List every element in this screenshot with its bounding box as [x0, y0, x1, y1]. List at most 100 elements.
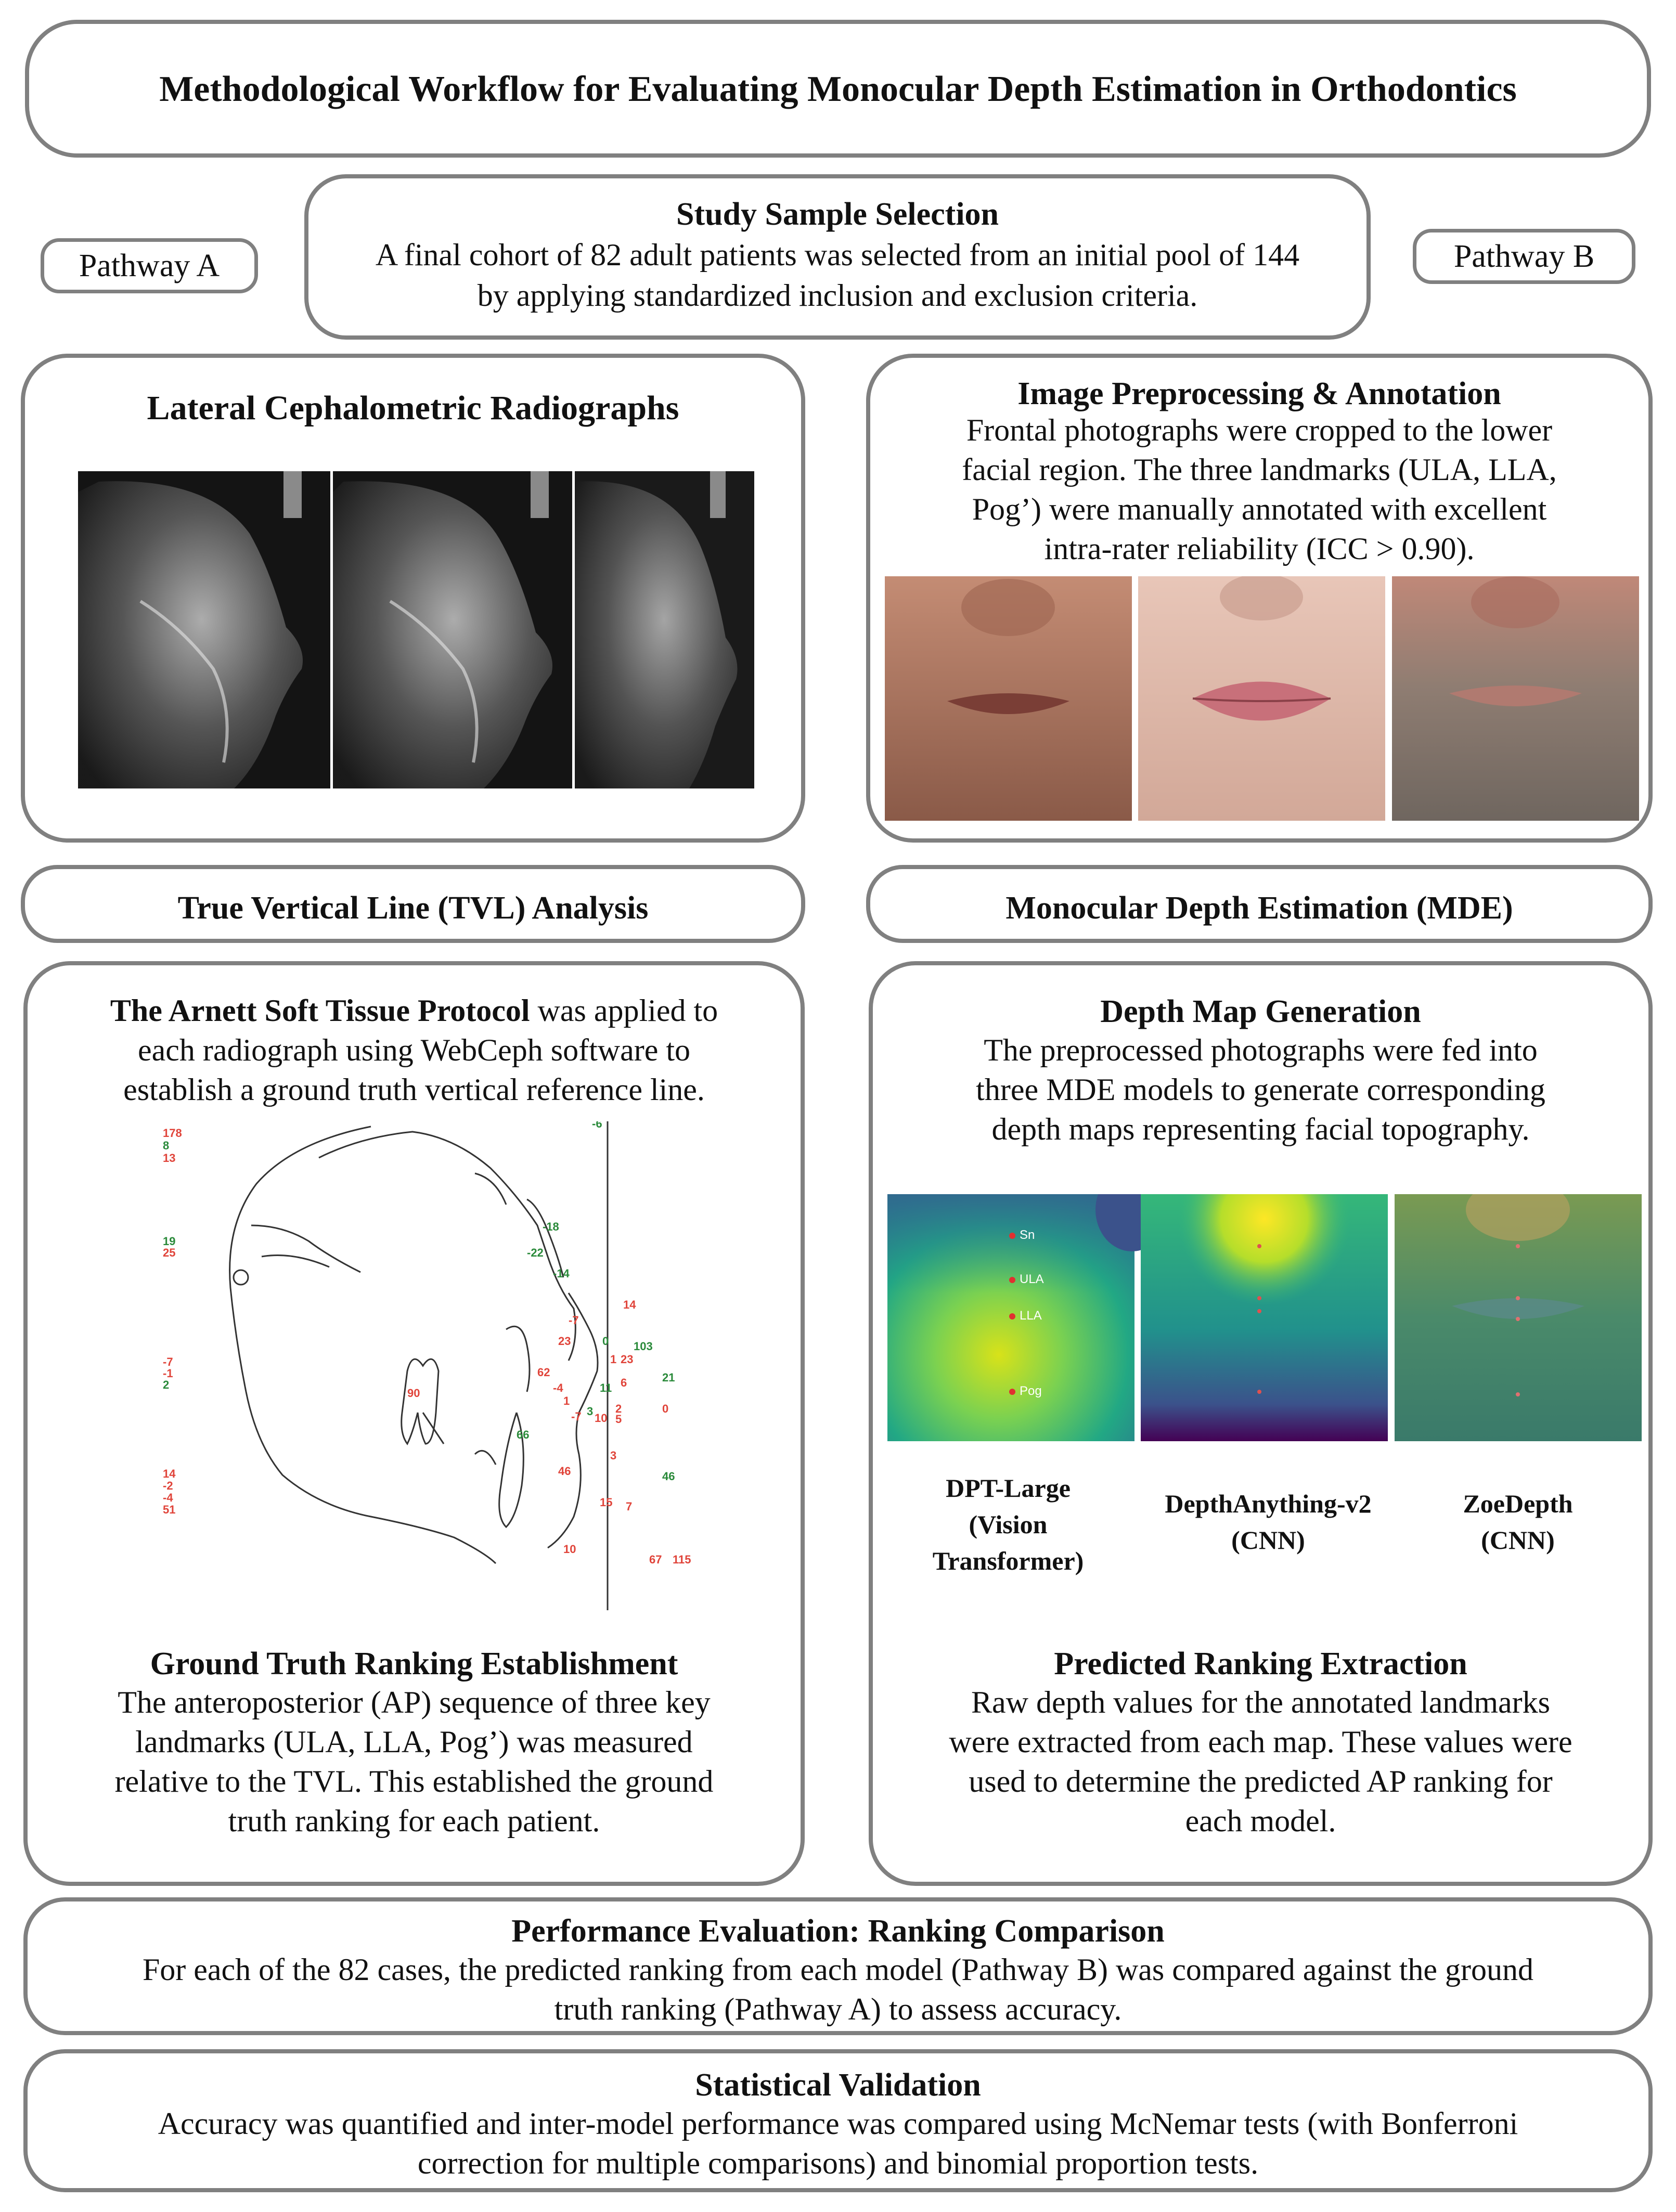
performance-line2: truth ranking (Pathway A) to assess accu… [554, 1992, 1122, 2026]
tracing-num: -22 [527, 1246, 544, 1259]
preprocessing-line4: intra-rater reliability (ICC > 0.90). [1044, 532, 1475, 566]
tracing-num: 2 [163, 1378, 169, 1391]
depth-map-heading: Depth Map Generation [1100, 994, 1421, 1029]
depth-map-line3: depth maps representing facial topograph… [991, 1112, 1530, 1146]
tracing-num: 90 [407, 1387, 420, 1400]
depth-map-dpt: Sn ULA LLA Pog [887, 1194, 1168, 1441]
face-photos [885, 574, 1639, 821]
tracing-num: -7 [569, 1314, 579, 1327]
tracing-num: 1 [610, 1353, 616, 1366]
tracing-num: 178 [163, 1127, 182, 1140]
pathway-b-label: Pathway B [1413, 229, 1635, 284]
tracing-num: 10 [595, 1412, 607, 1425]
tracing-num: 10 [563, 1543, 576, 1556]
tracing-num: 0 [602, 1335, 609, 1348]
predicted-ranking-heading: Predicted Ranking Extraction [1054, 1646, 1467, 1681]
tracing-num: 8 [163, 1139, 169, 1152]
statistical-line1: Accuracy was quantified and inter-model … [158, 2106, 1518, 2141]
mde-box: Monocular Depth Estimation (MDE) [866, 865, 1653, 943]
model-dpt-type: (Vision [969, 1510, 1048, 1539]
performance-box: Performance Evaluation: Ranking Comparis… [23, 1897, 1653, 2035]
face-photo-2 [1138, 574, 1385, 821]
tracing-num: 67 [649, 1553, 662, 1566]
tracing-num: 14 [623, 1298, 636, 1311]
tracing-num: 14 [163, 1467, 176, 1480]
depth-map-line2: three MDE models to generate correspondi… [976, 1072, 1545, 1107]
tvl-box: True Vertical Line (TVL) Analysis [21, 865, 805, 943]
arnett-line1: The Arnett Soft Tissue Protocol was appl… [28, 991, 801, 1031]
tracing-num: -7 [571, 1410, 582, 1423]
study-sample-line1: A final cohort of 82 adult patients was … [375, 238, 1300, 272]
depth-map-depthanything [1141, 1194, 1388, 1441]
tracing-num: 46 [662, 1470, 675, 1483]
depth-map-figure: Sn ULA LLA Pog [887, 1194, 1642, 1441]
pathway-a-label: Pathway A [41, 238, 258, 293]
tracing-num: 11 [600, 1381, 612, 1394]
ground-truth-box: The Arnett Soft Tissue Protocol was appl… [23, 961, 805, 1886]
title-box: Methodological Workflow for Evaluating M… [25, 20, 1651, 158]
depth-estimation-box: Depth Map Generation The preprocessed ph… [869, 961, 1653, 1886]
predicted-line3: used to determine the predicted AP ranki… [969, 1764, 1553, 1799]
ground-truth-line2: landmarks (ULA, LLA, Pog’) was measured [135, 1725, 693, 1759]
model-dpt-name: DPT-Large [946, 1473, 1071, 1503]
ground-truth-line1: The anteroposterior (AP) sequence of thr… [118, 1685, 711, 1719]
tracing-num: 21 [662, 1371, 675, 1384]
model-depthanything-name: DepthAnything-v2 [1165, 1489, 1372, 1518]
tracing-num: 62 [537, 1366, 550, 1379]
performance-line1: For each of the 82 cases, the predicted … [142, 1952, 1534, 1987]
arnett-line2: each radiograph using WebCeph software t… [137, 1033, 691, 1067]
radiographs-heading: Lateral Cephalometric Radiographs [147, 389, 679, 427]
model-dpt-type2: Transformer) [932, 1546, 1084, 1575]
tracing-num: 23 [621, 1353, 633, 1366]
arnett-line3: establish a ground truth vertical refere… [123, 1072, 705, 1107]
preprocessing-box: Image Preprocessing & Annotation Frontal… [866, 354, 1653, 843]
tracing-num: 3 [610, 1449, 616, 1462]
ground-truth-line4: truth ranking for each patient. [228, 1804, 600, 1838]
statistical-heading: Statistical Validation [695, 2067, 981, 2103]
predicted-line1: Raw depth values for the annotated landm… [971, 1685, 1550, 1719]
tracing-num: 2 [615, 1402, 622, 1415]
ground-truth-line3: relative to the TVL. This established th… [114, 1764, 714, 1799]
statistical-line2: correction for multiple comparisons) and… [417, 2146, 1259, 2180]
tracing-num: -6 [592, 1121, 602, 1130]
arnett-protocol-name: The Arnett Soft Tissue Protocol [110, 993, 530, 1028]
landmark-label-pog: Pog [1020, 1384, 1042, 1398]
model-zoedepth-name: ZoeDepth [1463, 1489, 1573, 1518]
depth-map-zoedepth [1395, 1194, 1642, 1441]
radiograph-images [78, 471, 754, 788]
predicted-line2: were extracted from each map. These valu… [949, 1725, 1572, 1759]
study-sample-line2: by applying standardized inclusion and e… [477, 278, 1198, 313]
tracing-num: 1 [563, 1394, 570, 1407]
preprocessing-line2: facial region. The three landmarks (ULA,… [962, 452, 1557, 487]
study-sample-heading: Study Sample Selection [676, 197, 999, 232]
tracing-num: 19 [163, 1235, 175, 1248]
tracing-num: 23 [558, 1335, 571, 1348]
landmark-label-sn: Sn [1020, 1228, 1035, 1242]
radiograph-1 [78, 471, 330, 788]
tracing-num: -14 [553, 1267, 570, 1280]
model-caption-dpt: DPT-Large (Vision Transformer) [873, 1470, 1143, 1579]
model-zoedepth-type: (CNN) [1481, 1525, 1555, 1555]
tracing-num: 0 [662, 1402, 668, 1415]
pathway-b-text: Pathway B [1453, 238, 1595, 274]
face-photo-figure [885, 574, 1639, 821]
tracing-num: 66 [517, 1428, 529, 1441]
face-photo-1 [885, 576, 1132, 821]
predicted-line4: each model. [1185, 1804, 1336, 1838]
tracing-num: 103 [634, 1340, 653, 1353]
tracing-num: -18 [543, 1220, 559, 1233]
model-depthanything-type: (CNN) [1231, 1525, 1305, 1555]
tracing-num: -7 [163, 1355, 173, 1368]
mde-heading: Monocular Depth Estimation (MDE) [1005, 890, 1513, 926]
preprocessing-line1: Frontal photographs were cropped to the … [966, 413, 1553, 447]
model-caption-depthanything: DepthAnything-v2 (CNN) [1133, 1485, 1403, 1558]
ground-truth-heading: Ground Truth Ranking Establishment [150, 1646, 678, 1681]
tracing-num: 25 [163, 1246, 175, 1259]
tracing-num: 7 [626, 1500, 632, 1513]
tracing-num: -4 [163, 1491, 173, 1504]
preprocessing-heading: Image Preprocessing & Annotation [1017, 376, 1501, 411]
depth-map-line1: The preprocessed photographs were fed in… [984, 1033, 1538, 1067]
tvl-heading: True Vertical Line (TVL) Analysis [177, 890, 649, 926]
tracing-num: 115 [673, 1553, 691, 1566]
tracing-num: 13 [163, 1152, 175, 1165]
